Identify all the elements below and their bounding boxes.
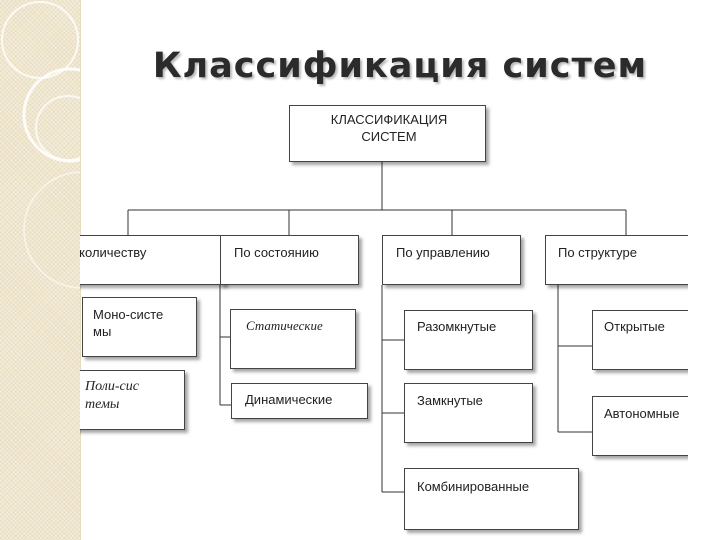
item-box-mono: Моно-системы	[82, 297, 197, 357]
category-box-control: По управлению	[382, 235, 521, 285]
category-box-quantity: По количеству	[80, 235, 225, 285]
item-box-open-loop: Разомкнутые	[404, 310, 533, 370]
connector-lines	[127, 162, 627, 493]
item-box-open: Открытые	[592, 310, 688, 370]
root-label: КЛАССИФИКАЦИЯ СИСТЕМ	[330, 112, 448, 144]
item-box-poly: Поли-системы	[80, 370, 185, 430]
item-label-static: Статические	[246, 318, 323, 333]
category-box-structure: По структуре	[545, 235, 688, 285]
item-box-static: Статические	[230, 309, 356, 369]
item-label-open-loop: Разомкнутые	[417, 319, 497, 334]
decorative-circles	[1, 1, 80, 289]
item-label-open: Открытые	[604, 319, 665, 334]
decorative-sidebar	[0, 0, 80, 540]
item-box-dynamic: Динамические	[231, 383, 368, 419]
item-box-combined: Комбинированные	[404, 468, 579, 530]
page-title: Классификация систем	[152, 46, 648, 86]
category-label-control: По управлению	[396, 245, 490, 260]
category-label-state: По состоянию	[234, 245, 319, 260]
item-label-dynamic: Динамические	[245, 392, 333, 407]
item-label-autonomous: Автономные	[604, 406, 680, 421]
item-label-closed-loop: Замкнутые	[417, 393, 483, 408]
item-label-mono: Моно-системы	[93, 307, 164, 339]
category-label-quantity: По количеству	[80, 245, 147, 260]
category-box-state: По состоянию	[220, 235, 359, 285]
root-box: КЛАССИФИКАЦИЯ СИСТЕМ	[289, 105, 486, 162]
item-box-closed-loop: Замкнутые	[404, 383, 533, 443]
item-label-combined: Комбинированные	[417, 479, 530, 494]
item-label-poly: Поли-системы	[85, 379, 139, 413]
category-label-structure: По структуре	[558, 245, 637, 260]
item-box-autonomous: Автономные	[592, 396, 688, 456]
classification-diagram: КЛАССИФИКАЦИЯ СИСТЕМ По количеству По со…	[80, 100, 688, 540]
